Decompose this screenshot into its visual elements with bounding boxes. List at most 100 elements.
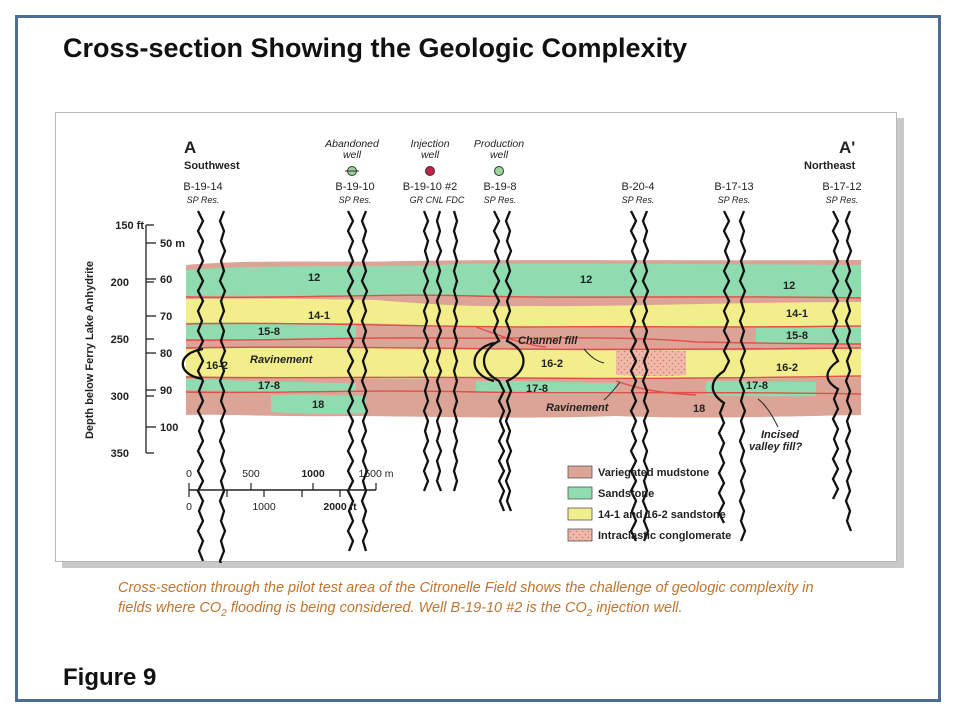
depth-m-tick: 80 — [160, 348, 172, 360]
end-right-letter: A' — [839, 138, 855, 157]
legend-swatch-conglomerate — [567, 528, 593, 542]
slide-title: Cross-section Showing the Geologic Compl… — [63, 33, 688, 63]
depth-m-tick: 70 — [160, 311, 172, 323]
well-logs: SP Res. — [187, 195, 220, 205]
legend: Variegated mudstone Sandstone 14-1 and 1… — [567, 465, 731, 542]
well-logs: SP Res. — [622, 195, 655, 205]
scale-m-tick: 1000 — [301, 468, 325, 480]
caption-subscript: 2 — [586, 607, 593, 619]
scale-bar: 0 500 1000 1500 m 0 1000 2000 ft — [186, 468, 394, 513]
sandstone-unit-17-8 — [186, 379, 816, 397]
figure-label: Figure 9 — [63, 664, 157, 691]
well-type-injection-line2: well — [421, 149, 440, 161]
sp-bulge-b19-14 — [181, 347, 204, 381]
well-logs: SP Res. — [826, 195, 859, 205]
unit-label: 15-8 — [258, 326, 280, 338]
unit-label: 17-8 — [526, 383, 548, 395]
caption-part: flooding is being considered. Well B-19-… — [226, 600, 587, 616]
annotations: Ravinement Ravinement Channel fill Incis… — [250, 335, 802, 453]
well-type-injection-line1: Injection — [410, 138, 449, 150]
sandstone-unit-18 — [271, 394, 366, 415]
legend-label: 14-1 and 16-2 sandstone — [598, 509, 726, 521]
unit-labels: 12 12 12 14-1 14-1 15-8 15-8 16-2 16-2 1… — [206, 272, 808, 415]
well-type-production-line1: Production — [474, 138, 524, 150]
well-name: B-19-10 — [335, 181, 374, 193]
sp-bulge-b19-8 — [473, 341, 495, 383]
unit-label: 14-1 — [786, 308, 808, 320]
end-left-direction: Southwest — [184, 160, 240, 172]
figure-caption: Cross-section through the pilot test are… — [118, 578, 838, 624]
well-logs: SP Res. — [339, 195, 372, 205]
depth-m-tick: 50 m — [160, 238, 185, 250]
well-log-curves — [196, 210, 853, 563]
sandstone-unit-15-8 — [186, 322, 356, 340]
depth-m-tick: 100 — [160, 422, 178, 434]
well-name: B-20-4 — [621, 181, 654, 193]
well-headers: B-19-14 SP Res. B-19-10 SP Res. B-19-10 … — [183, 181, 861, 205]
depth-axis: Depth below Ferry Lake Anhydrite 150 ft … — [84, 220, 185, 460]
depth-ft-tick: 250 — [111, 334, 129, 346]
well-logs: SP Res. — [484, 195, 517, 205]
end-right-direction: Northeast — [804, 160, 856, 172]
unit-label: 16-2 — [541, 358, 563, 370]
depth-axis-title: Depth below Ferry Lake Anhydrite — [84, 261, 96, 439]
slide-frame — [15, 15, 941, 702]
well-type-abandoned-line1: Abandoned — [324, 138, 380, 150]
unit-label: 14-1 — [308, 310, 330, 322]
caption-subscript: 2 — [221, 607, 227, 619]
legend-swatch-mudstone — [567, 465, 593, 479]
well-logs: SP Res. — [718, 195, 751, 205]
unit-label: 18 — [312, 399, 324, 411]
scale-ft-tick: 2000 ft — [323, 501, 357, 513]
legend-swatch-sandstone — [567, 486, 593, 500]
legend-label: Variegated mudstone — [598, 467, 709, 479]
depth-ft-tick: 350 — [111, 448, 129, 460]
legend-label: Intraclastic conglomerate — [598, 530, 731, 542]
bed-contacts — [185, 294, 862, 396]
well-type-abandoned-line2: well — [343, 149, 362, 161]
well-name: B-19-10 #2 — [403, 181, 457, 193]
depth-ft-tick: 200 — [111, 277, 129, 289]
yellow-sand-14-1 — [186, 298, 861, 328]
unit-label: 16-2 — [776, 362, 798, 374]
scale-m-tick: 500 — [242, 468, 260, 480]
unit-label: 17-8 — [258, 380, 280, 392]
unit-label: 12 — [308, 272, 320, 284]
incised-valley-label: valley fill? — [749, 441, 802, 453]
caption-part: injection well. — [592, 600, 683, 616]
well-name: B-19-14 — [183, 181, 222, 193]
cross-section-svg: A Southwest A' Northeast Abandoned well … — [84, 138, 862, 563]
scale-m-tick: 0 — [186, 468, 192, 480]
depth-m-tick: 60 — [160, 274, 172, 286]
sandstone-unit-12 — [186, 263, 861, 298]
abandoned-well-icon — [345, 166, 359, 176]
production-well-icon — [494, 166, 504, 176]
well-type-markers: Abandoned well Injection well Production… — [324, 138, 524, 176]
well-logs: GR CNL FDC — [410, 195, 465, 205]
end-left-letter: A — [184, 138, 196, 157]
ravinement-label: Ravinement — [546, 402, 610, 414]
cross-section-figure: A Southwest A' Northeast Abandoned well … — [55, 112, 897, 563]
well-name: B-17-12 — [822, 181, 861, 193]
caption-part: Cross-section through the pilot test are… — [118, 580, 814, 616]
legend-swatch-yellow-sand — [567, 507, 593, 521]
log-bulges — [181, 341, 495, 383]
scale-ft-tick: 1000 — [252, 501, 276, 513]
unit-label: 12 — [783, 280, 795, 292]
injection-well-icon — [425, 166, 435, 176]
unit-label: 17-8 — [746, 380, 768, 392]
well-type-production-line2: well — [490, 149, 509, 161]
conglomerate-lens — [616, 349, 686, 377]
unit-label: 15-8 — [786, 330, 808, 342]
well-name: B-17-13 — [714, 181, 753, 193]
scale-ft-tick: 0 — [186, 501, 192, 513]
legend-label: Sandstone — [598, 488, 654, 500]
incised-valley-label: Incised — [761, 429, 799, 441]
annotation-arrows — [583, 348, 779, 428]
unit-label: 18 — [693, 403, 705, 415]
unit-label: 12 — [580, 274, 592, 286]
depth-ft-tick: 150 ft — [115, 220, 144, 232]
channel-fill-label: Channel fill — [518, 335, 578, 347]
depth-ft-tick: 300 — [111, 391, 129, 403]
scale-m-tick: 1500 m — [358, 468, 393, 480]
